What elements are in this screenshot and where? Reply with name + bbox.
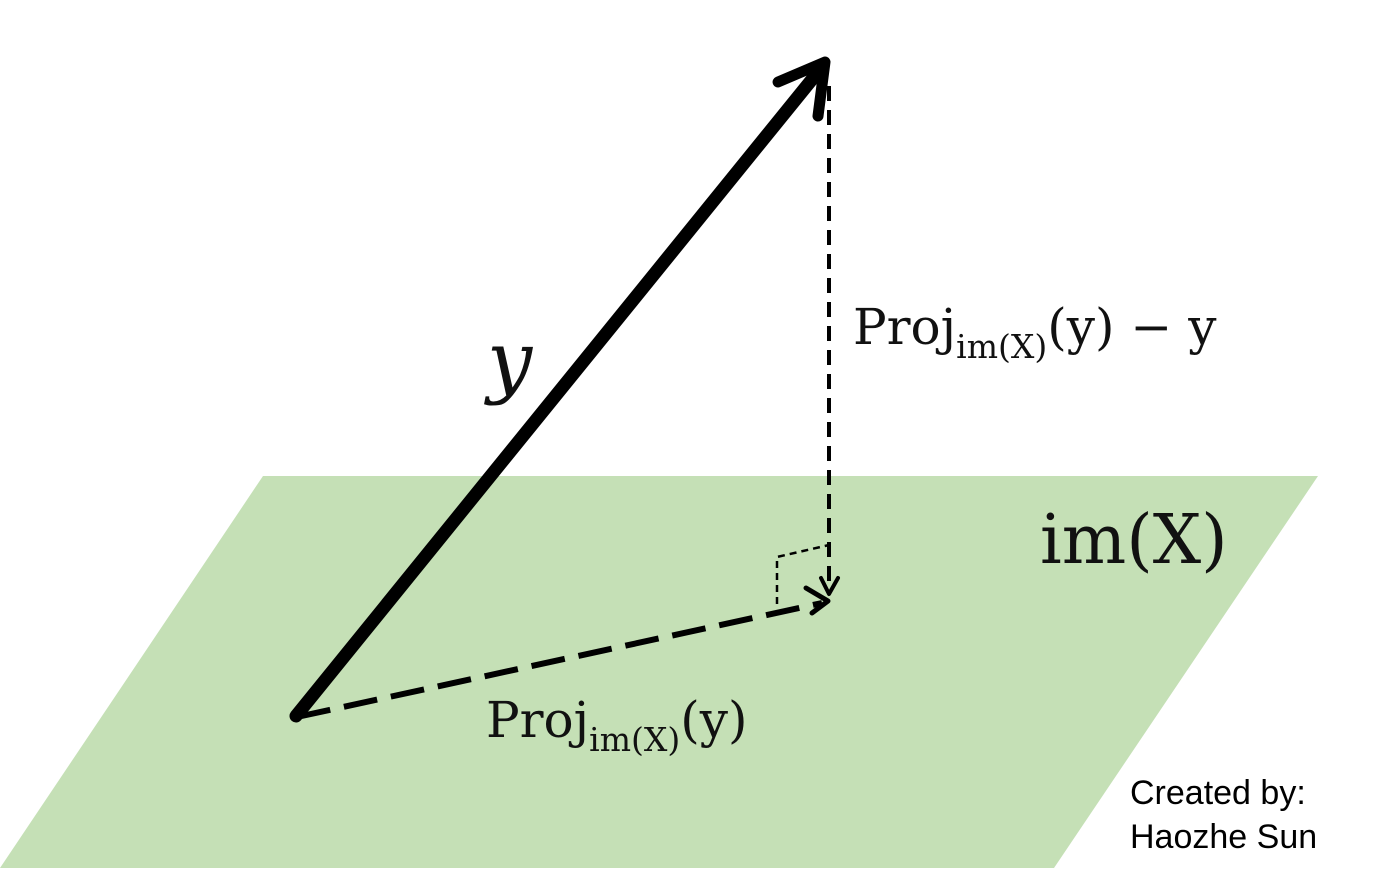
y-vector-line	[289, 65, 825, 723]
projection-label-subscript: im(X)	[589, 720, 680, 759]
credit-line-2: Haozhe Sun	[1130, 818, 1317, 856]
residual-label-subscript: im(X)	[956, 327, 1047, 366]
residual-label-prefix: Proj	[853, 298, 956, 356]
projection-vector-line	[296, 600, 823, 720]
residual-vector-arrowhead	[819, 576, 840, 596]
y-vector-label: y	[484, 314, 534, 407]
projection-label: Projim(X)(y)	[486, 691, 748, 759]
y-vector-arrowhead	[772, 56, 831, 122]
plane-label: im(X)	[1040, 501, 1228, 580]
residual-label: Projim(X)(y) − y	[853, 298, 1217, 366]
projection-label-prefix: Proj	[486, 691, 589, 749]
credit-line-1: Created by:	[1130, 774, 1306, 812]
projection-vector-arrowhead	[803, 585, 831, 616]
subspace-plane	[0, 476, 1318, 868]
right-angle-marker	[775, 543, 830, 604]
projection-label-suffix: (y)	[680, 691, 747, 749]
residual-label-suffix: (y) − y	[1047, 298, 1217, 356]
